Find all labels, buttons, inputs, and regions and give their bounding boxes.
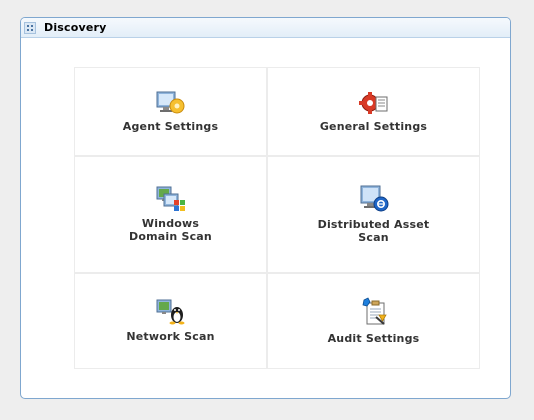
tile-agent-settings[interactable]: Agent Settings — [74, 67, 267, 156]
tile-label: Agent Settings — [122, 119, 219, 133]
network-scan-icon — [156, 299, 186, 325]
agent-settings-icon — [156, 91, 186, 115]
grip-icon[interactable] — [24, 21, 36, 34]
tile-general-settings[interactable]: General Settings — [267, 67, 480, 156]
tile-label: Windows Domain Scan — [129, 217, 212, 243]
windows-domain-scan-icon — [156, 186, 186, 212]
general-settings-icon — [358, 91, 389, 115]
discovery-panel: Discovery Agent Settings — [20, 17, 511, 399]
tile-windows-domain-scan[interactable]: Windows Domain Scan — [74, 156, 267, 273]
tile-audit-settings[interactable]: Audit Settings — [267, 273, 480, 369]
panel-title: Discovery — [44, 21, 107, 34]
distributed-asset-scan-icon — [359, 185, 389, 213]
audit-settings-icon — [359, 297, 389, 327]
tile-label: Distributed Asset Scan — [317, 218, 430, 244]
discovery-grid: Agent Settings General Settings — [74, 67, 480, 369]
tile-label: Audit Settings — [327, 332, 420, 345]
tile-label: General Settings — [319, 119, 428, 133]
tile-label: Network Scan — [126, 330, 215, 343]
tile-network-scan[interactable]: Network Scan — [74, 273, 267, 369]
tile-distributed-asset-scan[interactable]: Distributed Asset Scan — [267, 156, 480, 273]
panel-header: Discovery — [21, 18, 510, 38]
